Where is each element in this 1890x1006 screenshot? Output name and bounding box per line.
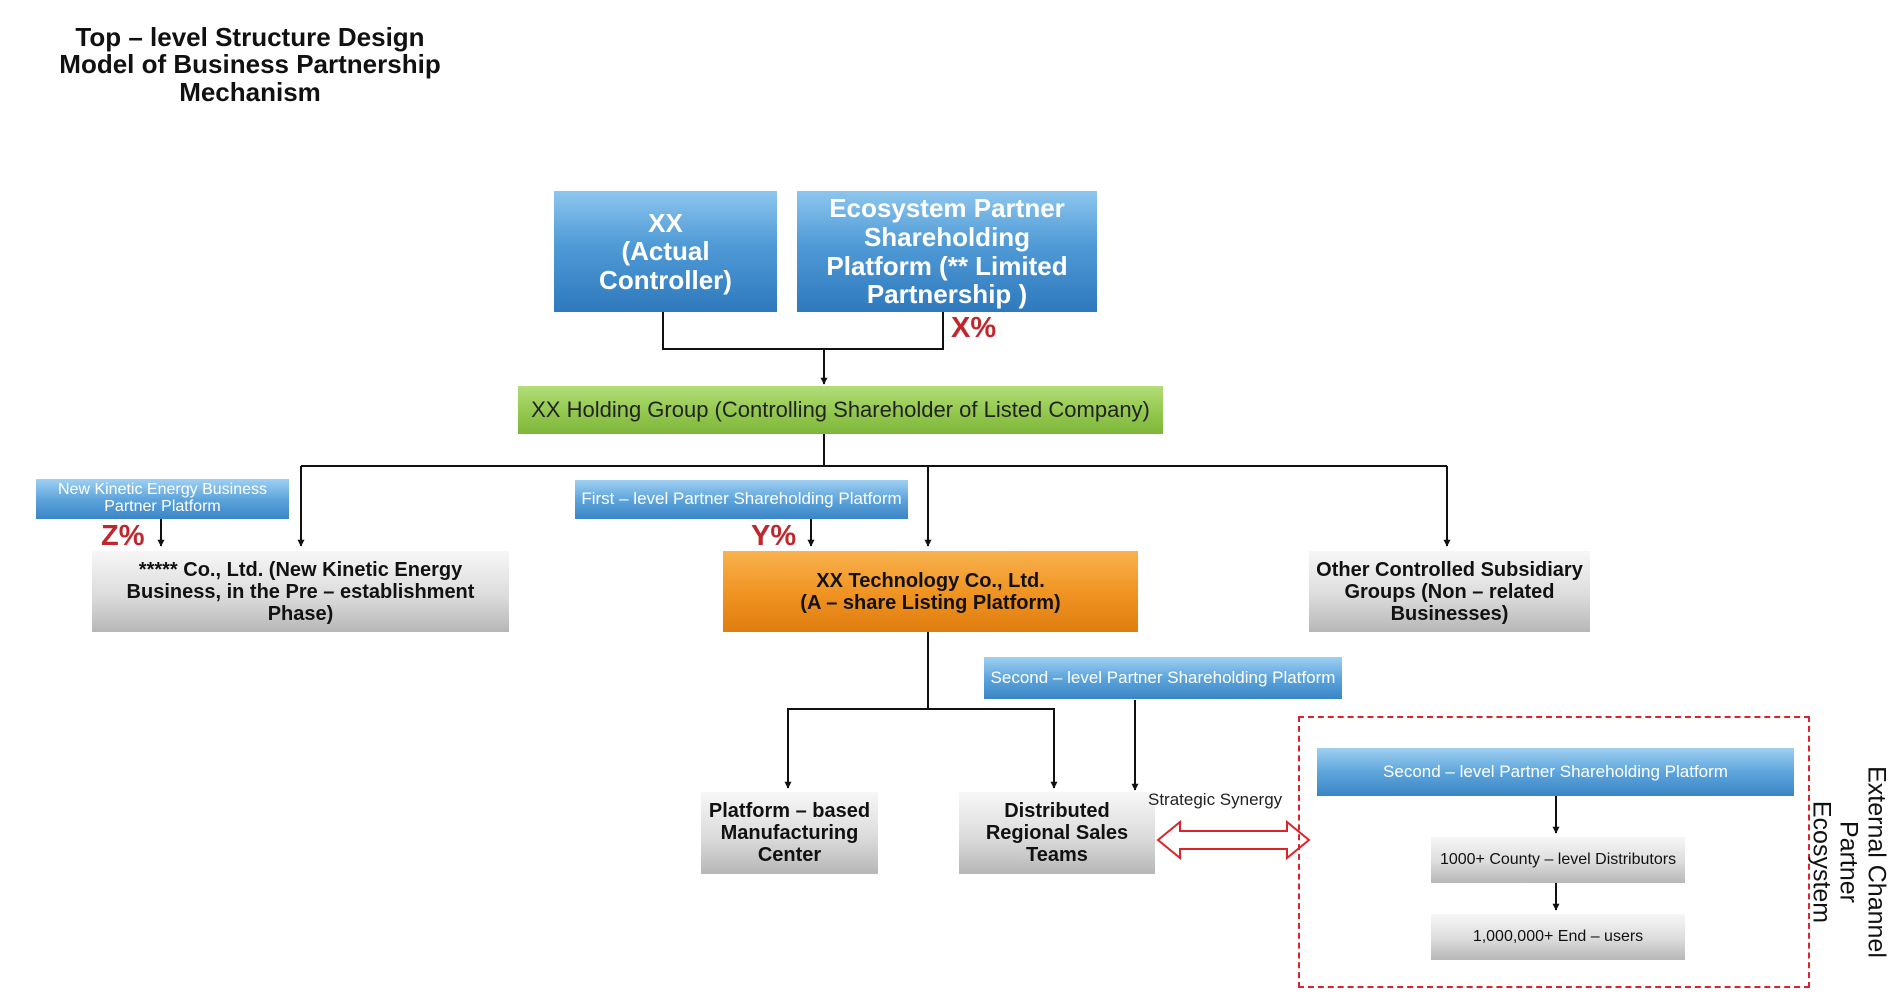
z-percent-label: Z% bbox=[101, 520, 145, 552]
external-channel-ecosystem-label: External Channel Partner Ecosystem bbox=[1807, 766, 1890, 958]
first-level-partner-platform-box: First – level Partner Shareholding Platf… bbox=[575, 480, 908, 519]
strategic-synergy-label: Strategic Synergy bbox=[1148, 790, 1283, 809]
xx-technology-box: XX Technology Co., Ltd. (A – share Listi… bbox=[723, 551, 1138, 632]
x-percent-label: X% bbox=[951, 312, 997, 344]
arrow-to-manufacturing bbox=[784, 708, 928, 789]
line-controller-to-holding bbox=[662, 311, 828, 385]
new-kinetic-company-box: ***** Co., Ltd. (New Kinetic Energy Busi… bbox=[92, 551, 509, 632]
line-ecosystem-to-holding bbox=[824, 311, 944, 350]
external-ecosystem-frame bbox=[1298, 716, 1810, 988]
diagram-title: Top – level Structure Design Model of Bu… bbox=[59, 22, 441, 107]
new-kinetic-partner-platform-box: New Kinetic Energy Business Partner Plat… bbox=[36, 479, 289, 519]
actual-controller-box: XX (Actual Controller) bbox=[554, 191, 777, 312]
second-level-partner-platform-box: Second – level Partner Shareholding Plat… bbox=[984, 657, 1342, 699]
strategic-synergy-arrow bbox=[1156, 819, 1311, 861]
ecosystem-partner-platform-box: Ecosystem Partner Shareholding Platform … bbox=[797, 191, 1097, 312]
arrow-to-sales-teams bbox=[928, 708, 1058, 789]
y-percent-label: Y% bbox=[751, 520, 797, 552]
other-subsidiaries-box: Other Controlled Subsidiary Groups (Non … bbox=[1309, 551, 1590, 632]
external-second-level-platform-box: Second – level Partner Shareholding Plat… bbox=[1317, 748, 1794, 796]
manufacturing-center-box: Platform – based Manufacturing Center bbox=[701, 792, 878, 874]
end-users-box: 1,000,000+ End – users bbox=[1431, 914, 1685, 960]
regional-sales-teams-box: Distributed Regional Sales Teams bbox=[959, 792, 1155, 874]
county-distributors-box: 1000+ County – level Distributors bbox=[1431, 837, 1685, 883]
holding-group-box: XX Holding Group (Controlling Shareholde… bbox=[518, 386, 1163, 434]
